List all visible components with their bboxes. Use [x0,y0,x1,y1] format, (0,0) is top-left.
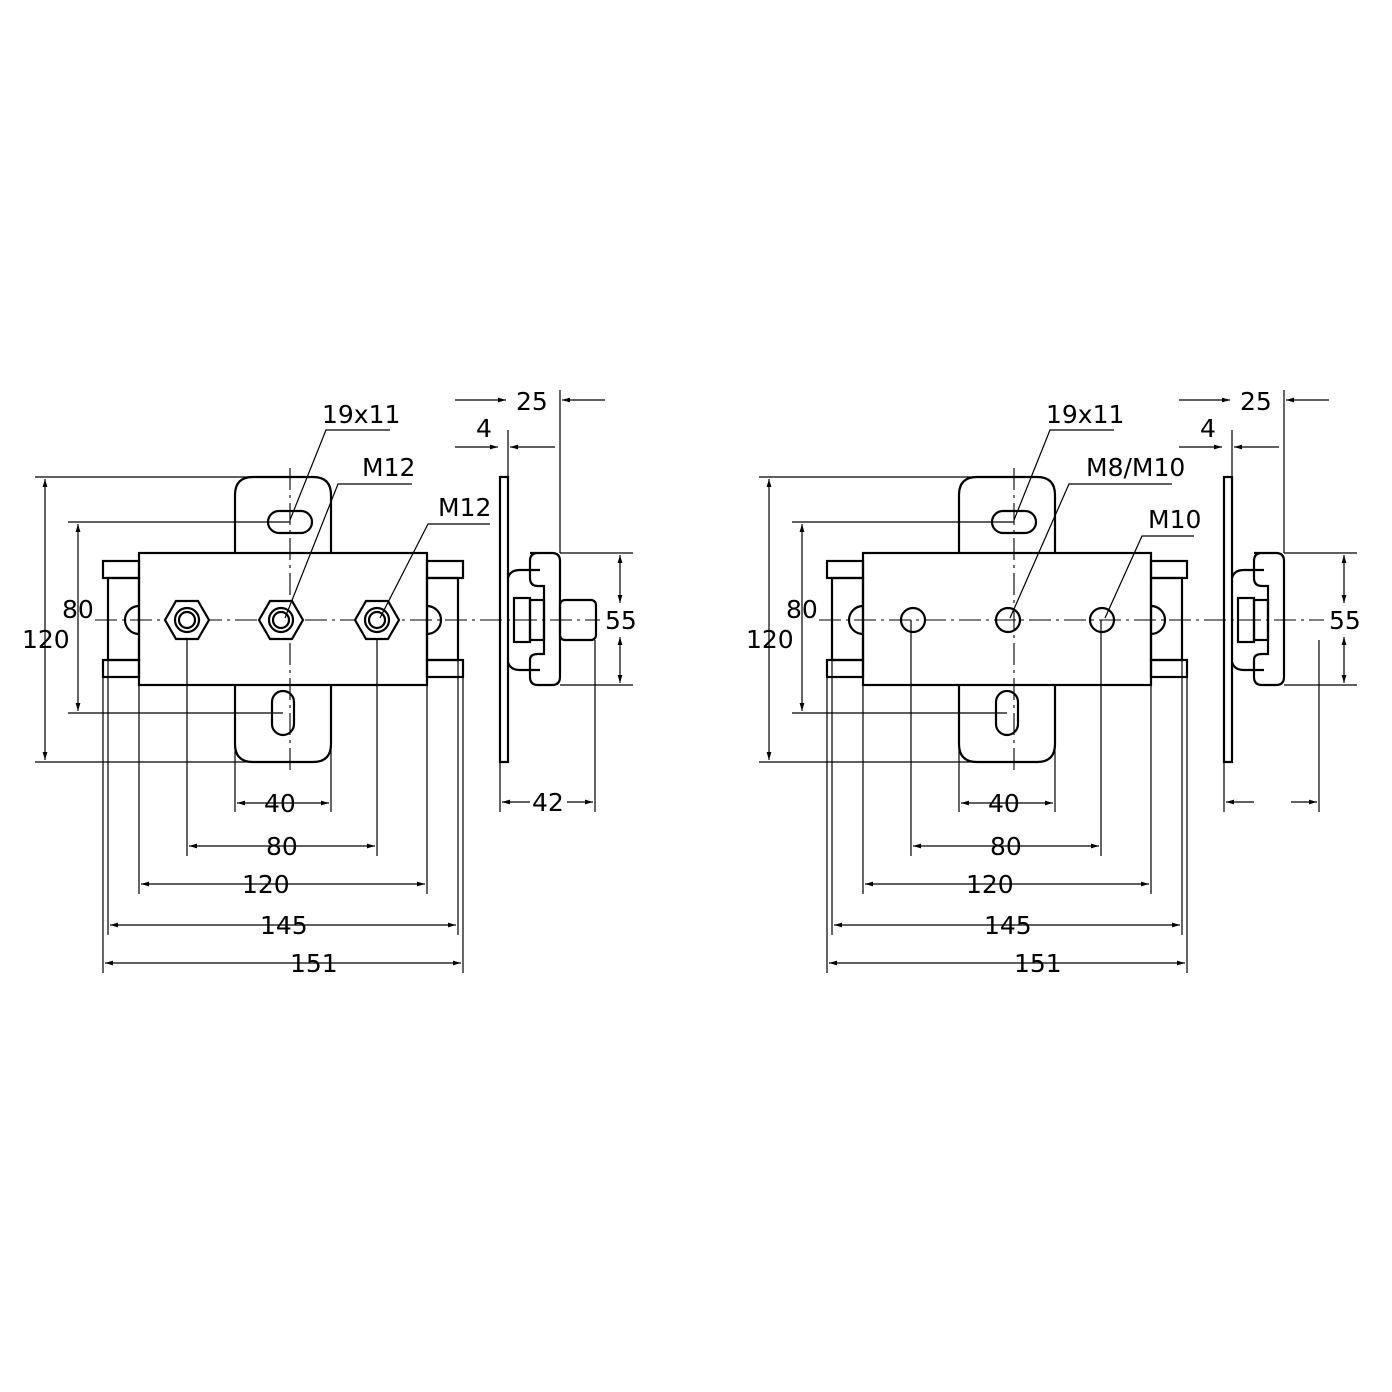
dim-depth: 42 [532,788,564,817]
dim-tab-width: 40 [988,789,1020,818]
left-view: 19x11 M12 M12 120 80 40 80 120 145 151 4… [22,387,637,978]
dim-plate-thickness: 4 [1200,414,1216,443]
dim-channel-height: 55 [1329,606,1361,635]
dim-flange-outer: 151 [290,949,338,978]
side-nut [558,598,598,642]
hex-nut [163,599,211,641]
dim-slot-spacing: 80 [62,595,94,624]
hex-nut [257,599,305,641]
threaded-hole [899,606,927,634]
dim-stud-spacing: 80 [266,832,298,861]
dim-stud-spacing: 80 [990,832,1022,861]
hex-nut [353,599,401,641]
dim-offset: 25 [516,387,548,416]
dim-flange-inner: 145 [260,911,308,940]
dim-channel-height: 55 [605,606,637,635]
side-thread-label: M10 [1148,505,1201,534]
dim-flange-inner: 145 [984,911,1032,940]
dim-offset: 25 [1240,387,1272,416]
slot-label: 19x11 [322,400,400,429]
threaded-hole [994,606,1022,634]
center-thread-label: M8/M10 [1086,453,1185,482]
threaded-hole [1088,606,1116,634]
side-thread-label: M12 [438,493,491,522]
dim-plate-thickness: 4 [476,414,492,443]
dim-block-width: 120 [242,870,290,899]
dim-flange-outer: 151 [1014,949,1062,978]
dim-tab-width: 40 [264,789,296,818]
dim-slot-spacing: 80 [786,595,818,624]
dim-block-width: 120 [966,870,1014,899]
center-thread-label: M12 [362,453,415,482]
dim-height-total: 120 [22,625,70,654]
slot-label: 19x11 [1046,400,1124,429]
dim-height-total: 120 [746,625,794,654]
right-view: 19x11 M8/M10 M10 120 80 40 80 120 145 15… [746,387,1361,978]
